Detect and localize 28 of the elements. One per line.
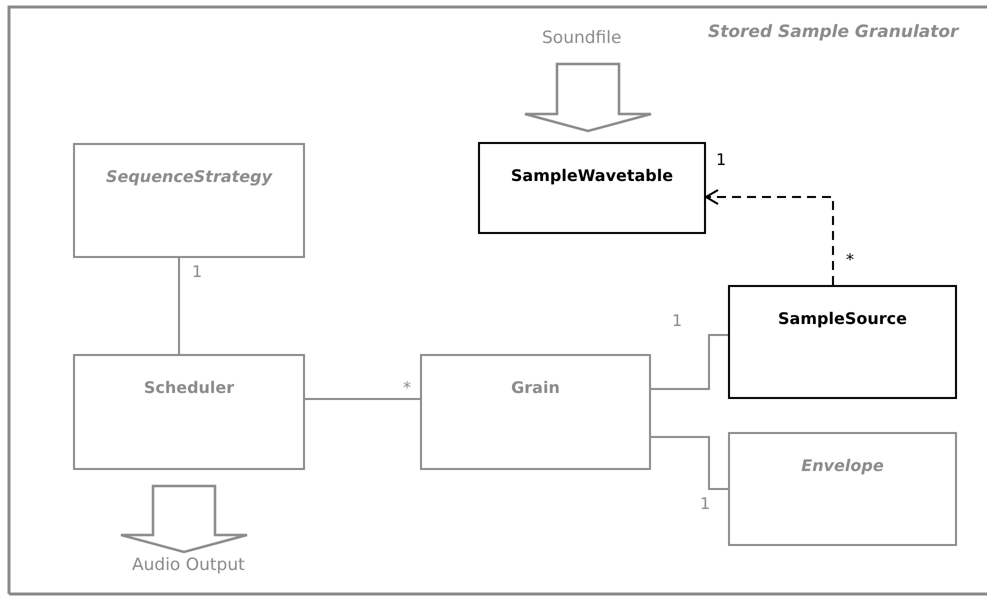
io-label: Audio Output [132, 555, 245, 575]
association-line [305, 398, 420, 400]
class-box [420, 354, 651, 470]
multiplicity-label: * [403, 378, 411, 397]
io-label: Soundfile [542, 28, 622, 48]
multiplicity-label: * [846, 250, 854, 269]
block-arrow [120, 484, 248, 554]
class-name: Envelope [800, 456, 885, 475]
class-box [728, 432, 957, 546]
dependency-arrow [705, 189, 834, 285]
class-name: SampleWavetable [510, 166, 674, 185]
class-name: Scheduler [142, 378, 236, 397]
class-box [728, 285, 957, 399]
class-name: SequenceStrategy [104, 167, 274, 186]
block-arrow [524, 62, 652, 132]
class-box [73, 354, 305, 470]
diagram-title: Stored Sample Granulator [708, 22, 958, 42]
multiplicity-label: 1 [192, 262, 202, 281]
class-box [478, 142, 706, 234]
multiplicity-label: 1 [672, 311, 682, 330]
class-box [73, 143, 305, 258]
class-name: Grain [510, 378, 561, 397]
association-line [651, 334, 728, 390]
class-name: SampleSource [777, 309, 908, 328]
multiplicity-label: 1 [700, 494, 710, 513]
multiplicity-label: 1 [716, 150, 726, 169]
association-line [651, 436, 728, 490]
association-line [178, 258, 180, 354]
